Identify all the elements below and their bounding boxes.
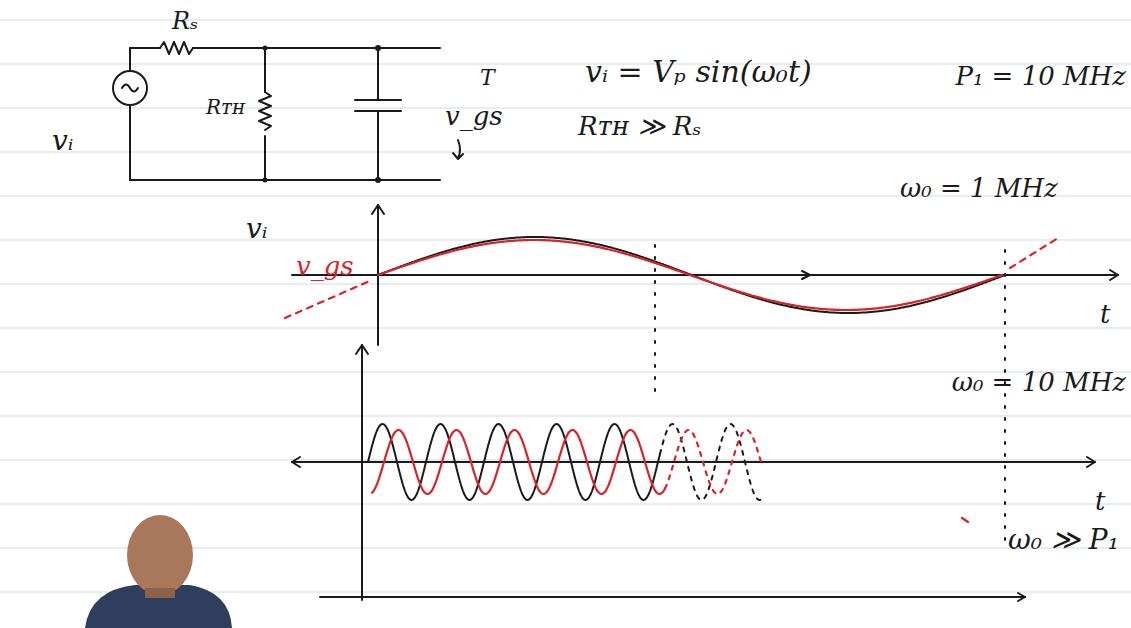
axis-label: t (1100, 300, 1110, 329)
frequency-note: ω₀ = 10 MHz (952, 368, 1126, 397)
resistor-symbol (259, 92, 271, 130)
signal-name: v_gs (445, 102, 503, 131)
condition-note: Rᴛʜ ≫ Rₛ (578, 112, 701, 141)
signal-name: v_gs (296, 252, 354, 281)
pole-frequency: P₁ = 10 MHz (955, 62, 1126, 91)
frequency-note: ω₀ = 1 MHz (900, 174, 1058, 203)
source-label: vᵢ (52, 126, 73, 157)
resistor-label: Rₛ (172, 8, 198, 34)
capacitor-symbol (355, 99, 401, 101)
resistor-label: Rᴛʜ (206, 96, 245, 118)
source-symbol (113, 71, 147, 105)
resistor-symbol (160, 42, 193, 54)
terminal-label: T (480, 66, 495, 90)
axis-label: t (1095, 487, 1105, 516)
lecturer-figure (85, 515, 232, 628)
condition-note: ω₀ ≫ P₁ (1008, 525, 1119, 556)
axis-label: vᵢ (246, 214, 267, 245)
equation: vᵢ = Vₚ sin(ω₀t) (585, 55, 812, 88)
